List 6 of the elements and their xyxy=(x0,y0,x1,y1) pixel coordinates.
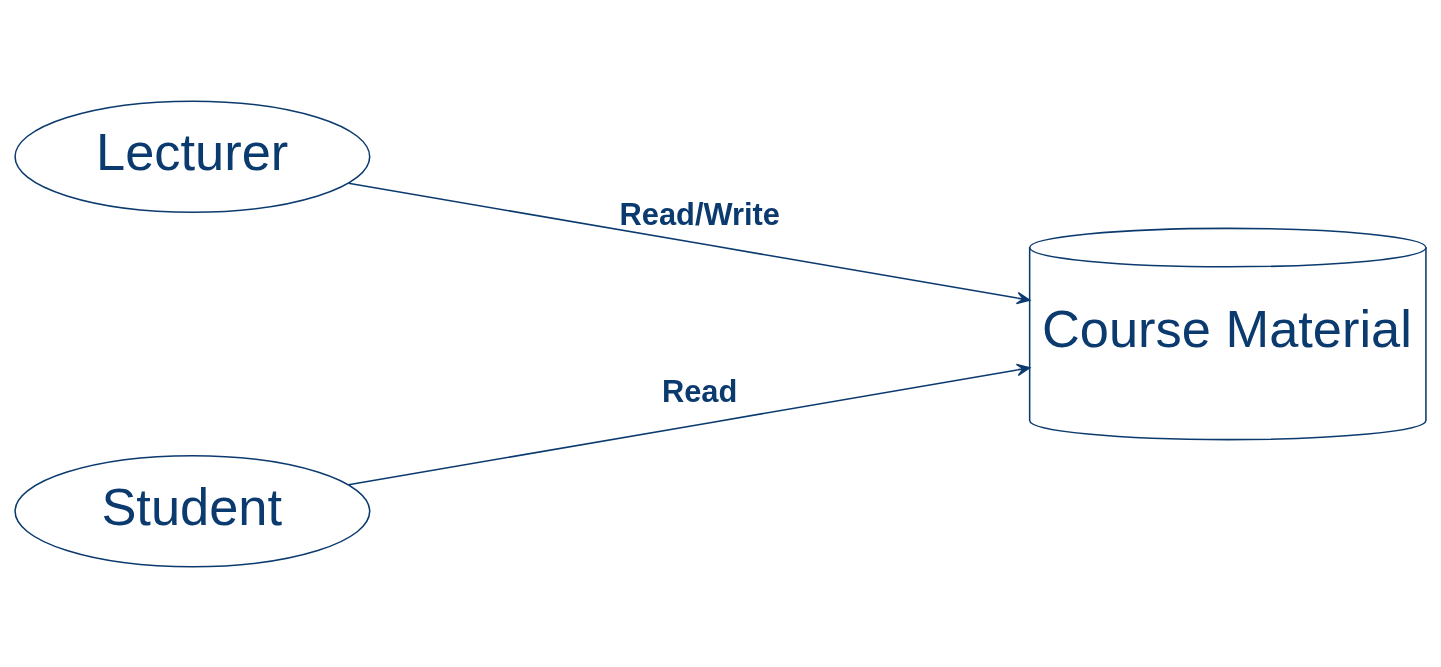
node-ellipse: Student xyxy=(14,454,371,568)
arrow xyxy=(347,363,1031,486)
arrow xyxy=(347,181,1031,304)
node-ellipse: Lecturer xyxy=(14,99,371,213)
edge-label: Read/Write xyxy=(619,196,780,232)
edge-label: Read xyxy=(661,373,738,409)
